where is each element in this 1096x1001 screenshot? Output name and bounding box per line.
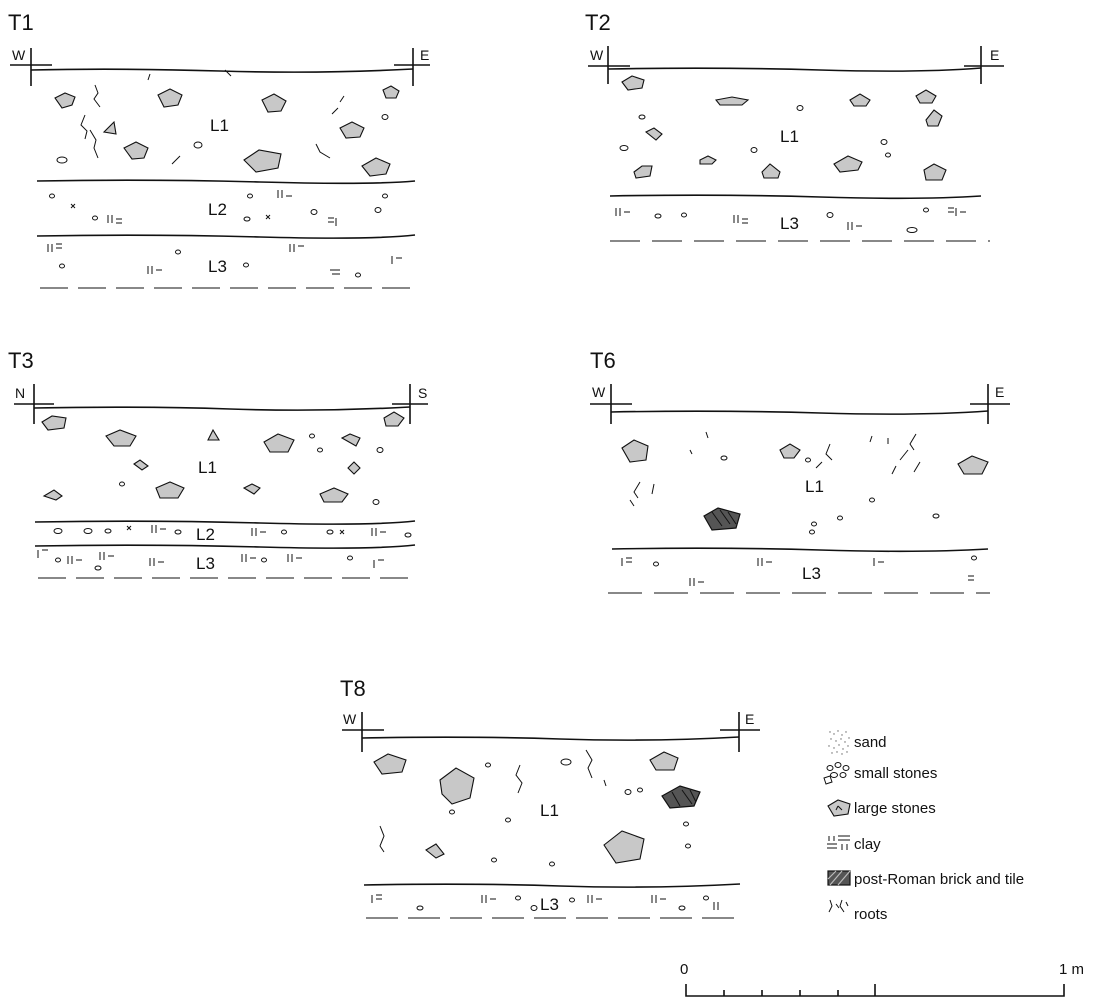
section-title: T3 — [8, 348, 34, 373]
section-title: T2 — [585, 10, 611, 35]
orientation-left: W — [590, 47, 604, 63]
layer-label: L3 — [780, 214, 799, 233]
legend-brick-icon — [827, 870, 851, 886]
legend-roots-icon — [828, 899, 849, 913]
layer-label: L2 — [196, 525, 215, 544]
layer-label: L1 — [805, 477, 824, 496]
layer-label: L1 — [210, 116, 229, 135]
orientation-left: W — [343, 711, 357, 727]
legend: sand small stones large stones clay post… — [823, 730, 1024, 923]
section-t3: T3 N S L — [8, 348, 428, 579]
layer-label: L1 — [780, 127, 799, 146]
orientation-right: E — [420, 47, 429, 63]
scale-bar: 0 1 m — [680, 961, 1084, 997]
legend-large-stones-icon — [827, 799, 851, 817]
legend-small-stones-icon — [823, 762, 850, 785]
layer-label: L3 — [802, 564, 821, 583]
legend-sand-icon — [828, 730, 850, 755]
section-title: T6 — [590, 348, 616, 373]
section-t6: T6 W E L1 L3 — [590, 348, 1010, 594]
section-title: T1 — [8, 10, 34, 35]
orientation-left: N — [15, 385, 25, 401]
section-title: T8 — [340, 676, 366, 701]
scale-start-label: 0 — [680, 961, 688, 978]
orientation-left: W — [12, 47, 26, 63]
orientation-right: S — [418, 385, 427, 401]
section-t8: T8 W E L1 L3 — [340, 676, 760, 919]
layer-label: L3 — [196, 554, 215, 573]
orientation-left: W — [592, 384, 606, 400]
legend-label-sand: sand — [854, 734, 887, 751]
layer-label: L1 — [540, 801, 559, 820]
orientation-right: E — [990, 47, 999, 63]
layer-label: L3 — [208, 257, 227, 276]
layer-label: L1 — [198, 458, 217, 477]
layer-label: L2 — [208, 200, 227, 219]
legend-clay-icon — [827, 835, 850, 850]
legend-label-clay: clay — [854, 836, 881, 853]
legend-label-small-stones: small stones — [854, 765, 937, 782]
legend-label-large-stones: large stones — [854, 800, 936, 817]
scale-end-label: 1 m — [1059, 961, 1084, 978]
orientation-right: E — [995, 384, 1004, 400]
section-t1: T1 W E — [8, 10, 430, 289]
orientation-right: E — [745, 711, 754, 727]
section-t2: T2 W E L1 L3 — [585, 10, 1004, 242]
legend-label-roots: roots — [854, 906, 887, 923]
layer-label: L3 — [540, 895, 559, 914]
legend-label-brick: post-Roman brick and tile — [854, 871, 1024, 888]
